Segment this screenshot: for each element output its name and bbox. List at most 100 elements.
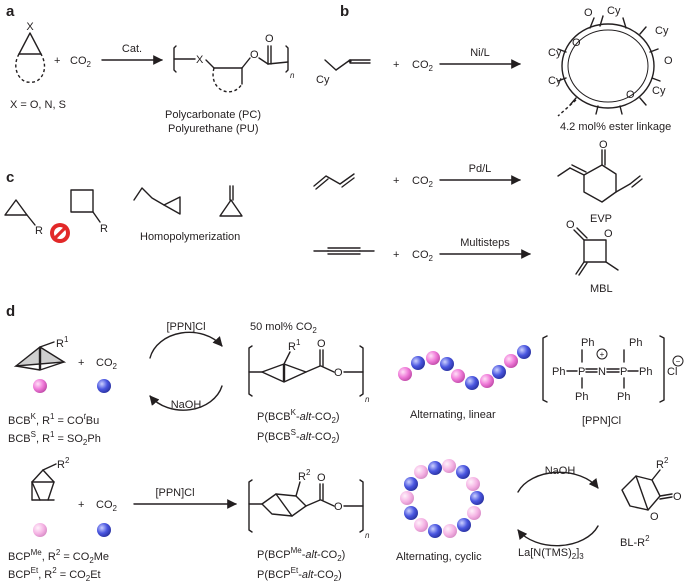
svg-text:+: + xyxy=(78,499,84,511)
panel-c: c R R Homopolymerization xyxy=(4,139,643,295)
mbl-label: MBL xyxy=(590,283,613,295)
svg-text:Cy: Cy xyxy=(655,25,669,37)
svg-text:Ph: Ph xyxy=(552,366,565,378)
macrocycle-product: O Cy Cy O Cy Cy O O Cy xyxy=(548,5,673,117)
svg-text:O: O xyxy=(599,139,608,151)
svg-text:Cy: Cy xyxy=(607,5,621,17)
svg-text:R2: R2 xyxy=(656,456,669,471)
back-arrow-d2 xyxy=(517,525,599,547)
svg-text:O: O xyxy=(604,228,613,240)
svg-text:+: + xyxy=(393,249,399,261)
svg-text:O: O xyxy=(673,491,682,503)
poly-bcpet-label: P(BCPEt-alt-CO2) xyxy=(257,566,342,583)
svg-text:Cl: Cl xyxy=(667,366,677,378)
bcbk-definition: BCBK, R1 = COtBu xyxy=(8,412,99,427)
methylenecyclopropane xyxy=(219,185,243,217)
cyclobutane-r: R xyxy=(70,189,108,235)
svg-text:O: O xyxy=(664,55,673,67)
co2-label-d2: CO2 xyxy=(96,499,118,513)
panel-label-c: c xyxy=(6,169,14,186)
svg-text:O: O xyxy=(626,89,635,101)
svg-text:Ph: Ph xyxy=(575,391,588,403)
cyclic-alternating-ring xyxy=(400,459,484,538)
svg-text:−: − xyxy=(676,357,681,366)
panel-a: a X + CO2 Cat. X = O, N, S X O O xyxy=(6,3,295,135)
ppncl-structure: Ph Ph + Ph P N P Ph Ph Ph Cl − xyxy=(542,335,684,403)
alternating-linear-label: Alternating, linear xyxy=(410,409,496,421)
multisteps-label: Multisteps xyxy=(460,237,510,249)
svg-text:O: O xyxy=(334,501,343,513)
ni-catalyst-label: Ni/L xyxy=(470,47,490,59)
prohibited-icon xyxy=(50,223,70,243)
svg-text:O: O xyxy=(566,219,575,231)
bcb-monomer: R1 xyxy=(13,335,69,371)
ester-oxygen-a: O xyxy=(250,49,259,61)
svg-text:Cy: Cy xyxy=(652,85,666,97)
back-arrow-d1 xyxy=(149,385,223,411)
repeat-n-d1: n xyxy=(365,395,370,404)
co2-label-b: CO2 xyxy=(412,59,434,73)
panel-b: b Cy + CO2 Ni/L O Cy Cy O Cy Cy O O Cy xyxy=(316,3,673,133)
bcp-monomer: R2 xyxy=(31,456,70,501)
svg-text:O: O xyxy=(584,7,593,19)
poly-bcbk-label: P(BCBK-alt-CO2) xyxy=(257,408,340,425)
epoxide-monomer: X xyxy=(15,21,46,83)
repeat-n-a: n xyxy=(290,71,295,80)
svg-text:Ph: Ph xyxy=(629,337,642,349)
butyne xyxy=(313,247,375,255)
co2-label: CO2 xyxy=(70,55,92,69)
monomer-sphere-bcp xyxy=(33,523,47,537)
evp-structure: O xyxy=(557,139,643,203)
poly-bcp-repeat-unit: R2 O O n xyxy=(248,468,370,540)
svg-text:O: O xyxy=(317,472,326,484)
product-polycarbonate: Polycarbonate (PC) xyxy=(165,109,261,121)
svg-text:Ph: Ph xyxy=(639,366,652,378)
product-polyurethane: Polyurethane (PU) xyxy=(168,123,259,135)
svg-text:+: + xyxy=(600,350,605,359)
linear-alternating-chain xyxy=(398,345,531,390)
svg-text:N: N xyxy=(598,366,606,378)
svg-text:O: O xyxy=(334,367,343,379)
cyclopropane-r: R xyxy=(4,199,43,237)
plus-sign-b: + xyxy=(393,59,399,71)
vinylcyclopropane xyxy=(133,187,181,215)
mbl-structure: O O xyxy=(566,219,619,276)
monomer-sphere xyxy=(33,379,47,393)
co2-sphere-bcp xyxy=(97,523,111,537)
svg-text:+: + xyxy=(78,357,84,369)
svg-text:+: + xyxy=(393,175,399,187)
svg-text:R1: R1 xyxy=(288,338,301,353)
svg-text:O: O xyxy=(317,338,326,350)
svg-text:Cy: Cy xyxy=(548,75,562,87)
svg-text:Ph: Ph xyxy=(581,337,594,349)
panel-label-a: a xyxy=(6,3,15,20)
repeat-n-d2: n xyxy=(365,531,370,540)
bcpme-definition: BCPMe, R2 = CO2Me xyxy=(8,548,109,565)
ppncl-catalyst-d1: [PPN]Cl xyxy=(166,321,205,333)
bl-r2-label: BL-R2 xyxy=(620,534,650,549)
naoh-label-d2: NaOH xyxy=(545,465,576,477)
panel-d-top: d R1 + CO2 BCBK, R1 = COtBu BCBS, R1 = S… xyxy=(6,303,684,447)
r2-label: R2 xyxy=(57,456,70,471)
svg-text:P: P xyxy=(578,366,585,378)
la-catalyst-label: La[N(TMS)2]3 xyxy=(518,547,584,561)
svg-text:R2: R2 xyxy=(298,468,311,483)
r1-label: R1 xyxy=(56,335,69,350)
co2-label-c1: CO2 xyxy=(412,175,434,189)
cy-label: Cy xyxy=(316,74,330,86)
hetero-atom-label: X xyxy=(26,21,34,33)
evp-label: EVP xyxy=(590,213,612,225)
ester-linkage-caption: 4.2 mol% ester linkage xyxy=(560,121,671,133)
pd-catalyst-label: Pd/L xyxy=(469,163,492,175)
polycarbonate-repeat-unit: X O O n xyxy=(173,33,295,93)
co2-label-d1: CO2 xyxy=(96,357,118,371)
panel-label-b: b xyxy=(340,3,349,20)
svg-text:X: X xyxy=(196,54,204,66)
butadiene xyxy=(313,173,355,190)
allene-monomer: Cy xyxy=(316,59,371,86)
catalyst-label: Cat. xyxy=(122,43,142,55)
alternating-cyclic-label: Alternating, cyclic xyxy=(396,551,482,563)
forward-arrow-d1 xyxy=(149,331,223,359)
forward-arrow-d2 xyxy=(517,471,599,493)
